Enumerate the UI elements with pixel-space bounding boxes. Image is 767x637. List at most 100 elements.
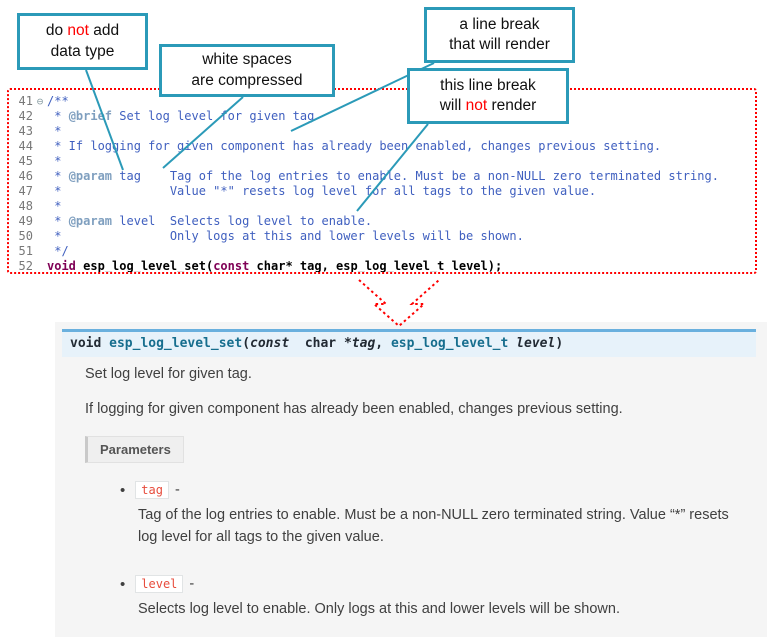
code-token: level Selects log level to enable. — [112, 214, 373, 228]
parameter-name-literal: level — [135, 575, 184, 593]
line-number: 43 — [18, 124, 33, 138]
line-number: 44 — [18, 139, 33, 153]
signature-token: ( — [242, 336, 251, 351]
callout-line-break-not-render: this line break will not render — [407, 68, 569, 124]
fold-gutter — [33, 229, 47, 244]
code-token: void — [47, 259, 76, 273]
code-text: * — [47, 154, 61, 169]
source-code-editor: 41⊖/**42 * @brief Set log level for give… — [7, 88, 757, 274]
code-text: */ — [47, 244, 68, 259]
code-token: Set log level for given tag — [112, 109, 315, 123]
callout-text-line: data type — [51, 42, 115, 62]
code-text: * @param level Selects log level to enab… — [47, 214, 372, 229]
line-number: 51 — [18, 244, 33, 258]
code-text: * — [47, 199, 61, 214]
line-number: 47 — [18, 184, 33, 198]
parameter-item: •tag-Tag of the log entries to enable. M… — [120, 480, 745, 548]
code-token: * — [47, 169, 69, 183]
bullet-icon: • — [120, 575, 126, 593]
detail-description: If logging for given component has alrea… — [85, 401, 623, 417]
code-line: 51 */ — [9, 244, 755, 259]
fold-gutter — [33, 199, 47, 214]
fold-gutter — [33, 259, 47, 272]
fold-gutter — [33, 184, 47, 199]
signature-token: void — [70, 336, 110, 351]
signature-token: level — [516, 336, 556, 351]
line-number: 46 — [18, 169, 33, 183]
callout-text-line: that will render — [449, 35, 550, 55]
line-number: 50 — [18, 229, 33, 243]
fold-gutter — [33, 124, 47, 139]
line-number: 41 — [18, 94, 33, 108]
fold-gutter — [33, 169, 47, 184]
callout-text-line: white spaces — [202, 50, 292, 70]
code-text: * If logging for given component has alr… — [47, 139, 661, 154]
code-line: 41⊖/** — [9, 94, 755, 109]
parameter-head: •tag- — [120, 480, 745, 500]
callout-text-run: do — [45, 22, 68, 40]
flow-down-arrow-icon — [358, 279, 440, 328]
callout-text-run: not — [67, 22, 89, 40]
callout-line-break-renders: a line break that will render — [424, 7, 575, 63]
line-number: 45 — [18, 154, 33, 168]
fold-marker-icon: ⊖ — [36, 95, 44, 108]
code-token: * If logging for given component has alr… — [47, 139, 662, 153]
callout-text-line: do not add — [46, 21, 119, 41]
code-text: void esp_log_level_set(const char* tag, … — [47, 259, 503, 273]
code-line: 50 * Only logs at this and lower levels … — [9, 229, 755, 244]
callout-text-line: a line break — [459, 15, 539, 35]
rendered-doc-panel: void esp_log_level_set(const char *tag, … — [55, 322, 767, 637]
code-token: * — [47, 199, 62, 213]
callout-text-run: are compressed — [191, 71, 303, 89]
code-text: * @brief Set log level for given tag — [47, 109, 314, 124]
callout-text-line: this line break — [440, 76, 536, 96]
code-token: ( — [205, 259, 214, 273]
callout-text-line: will not render — [440, 96, 537, 116]
code-text: * @param tag Tag of the log entries to e… — [47, 169, 719, 184]
callout-text-run: will — [439, 97, 466, 114]
line-number: 42 — [18, 109, 33, 123]
signature-token: ) — [555, 336, 564, 351]
code-line: 45 * — [9, 154, 755, 169]
callout-text-run: add — [88, 22, 120, 40]
signature-token: esp_log_level_t — [390, 336, 517, 351]
code-line: 49 * @param level Selects log level to e… — [9, 214, 755, 229]
callout-white-spaces-compressed: white spaces are compressed — [159, 44, 335, 97]
bullet-icon: • — [120, 481, 126, 499]
code-line: 42 * @brief Set log level for given tag — [9, 109, 755, 124]
code-token: * — [47, 109, 69, 123]
parameter-name-literal: tag — [135, 481, 169, 499]
code-text: * — [47, 124, 61, 139]
code-text: * Only logs at this and lower levels wil… — [47, 229, 524, 244]
code-line: 47 * Value "*" resets log level for all … — [9, 184, 755, 199]
code-line: 43 * — [9, 124, 755, 139]
code-token: /** — [47, 94, 69, 108]
code-token: * Value "*" resets log level for all tag… — [47, 184, 597, 198]
callout-text-run: a line break — [459, 15, 540, 33]
fold-gutter — [33, 214, 47, 229]
signature-token: const — [250, 336, 290, 351]
callout-text-run: white spaces — [202, 51, 292, 69]
parameter-dash: - — [189, 576, 195, 592]
signature-token: esp_log_level_set — [109, 336, 243, 351]
fold-gutter — [33, 139, 47, 154]
line-number: 49 — [18, 214, 33, 228]
code-token: @param — [68, 169, 113, 183]
callout-text-line: are compressed — [191, 71, 302, 91]
callout-text-run: not — [465, 97, 488, 114]
callout-text-run: render — [487, 97, 537, 114]
signature-token: , — [375, 336, 391, 351]
code-token: char* tag, esp_log_level_t level); — [249, 259, 503, 273]
fold-gutter — [33, 154, 47, 169]
code-token: * — [47, 124, 62, 138]
callout-text-run: this line break — [440, 76, 536, 94]
code-token: @param — [68, 214, 113, 228]
parameters-list: •tag-Tag of the log entries to enable. M… — [120, 480, 745, 620]
code-token: @brief — [68, 109, 113, 123]
code-token: * Only logs at this and lower levels wil… — [47, 229, 524, 243]
parameters-heading: Parameters — [85, 436, 184, 463]
callout-text-run: that will render — [449, 36, 550, 53]
code-token: * — [47, 214, 69, 228]
